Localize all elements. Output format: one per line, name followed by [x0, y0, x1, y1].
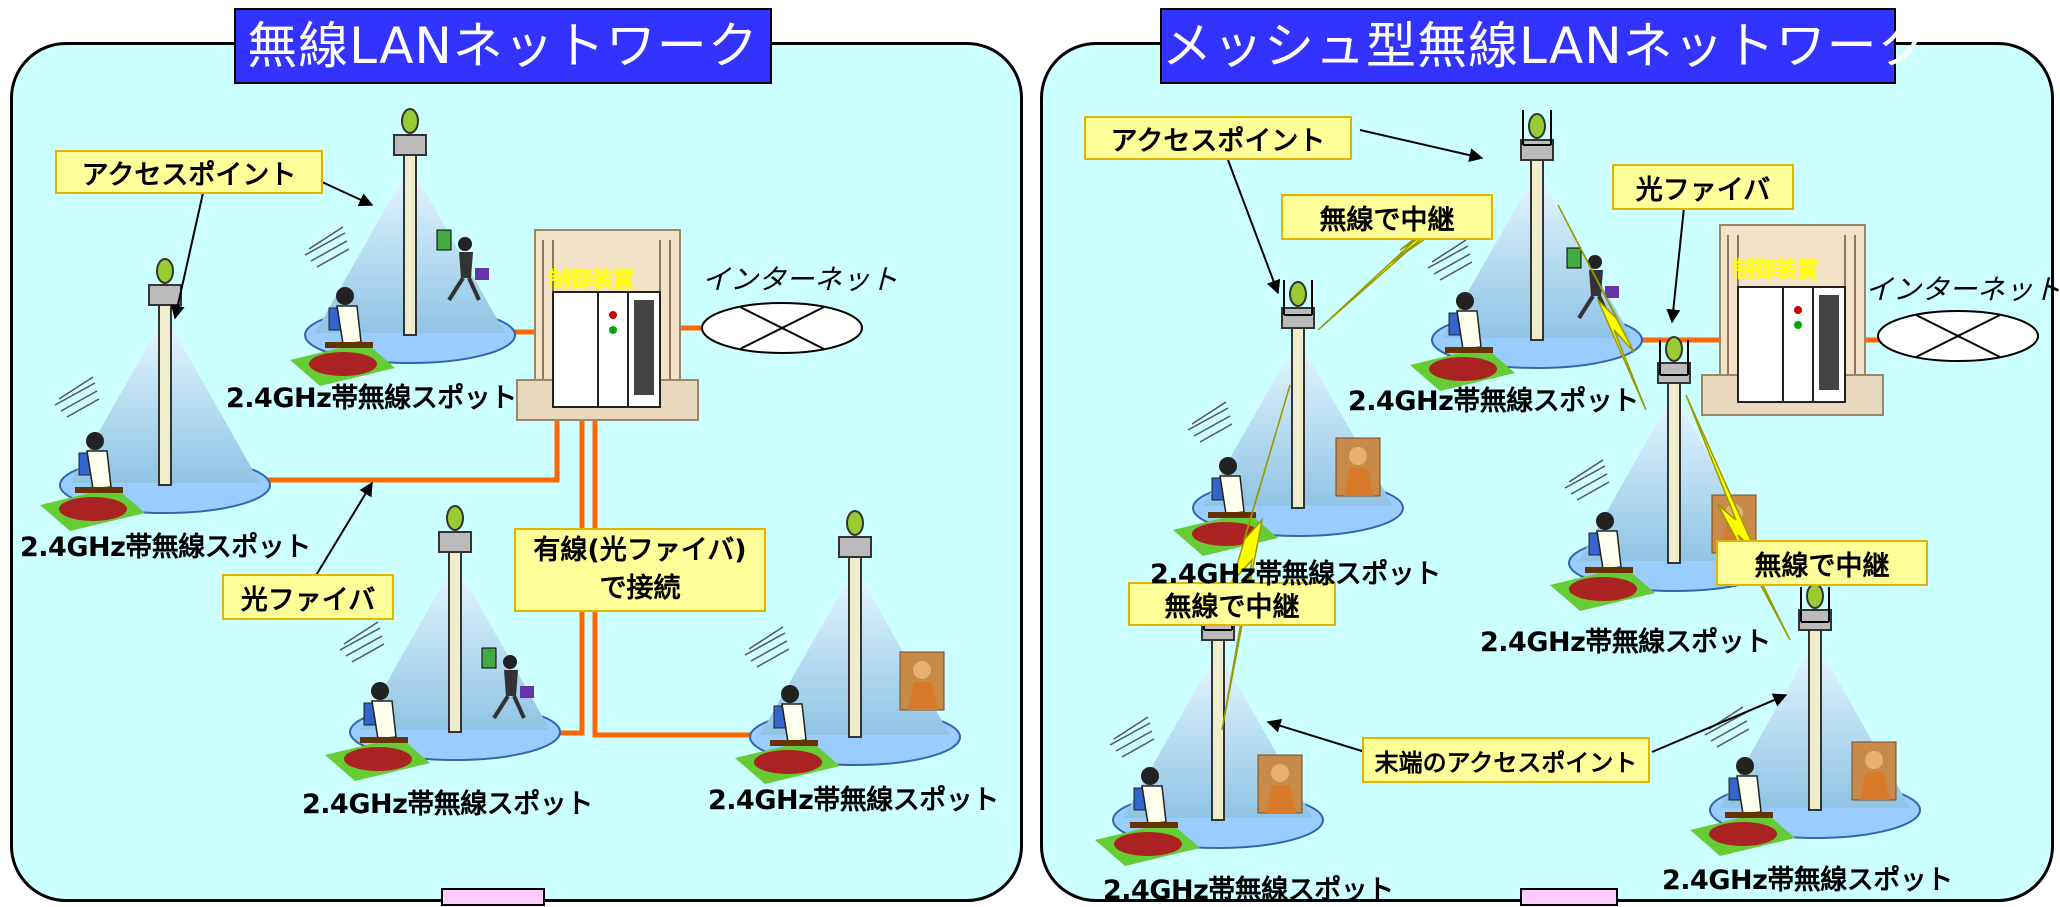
title-left: 無線LANネットワーク: [234, 8, 772, 84]
spot-label-right-left: 2.4GHz帯無線スポット: [1150, 559, 1441, 590]
callout-wired-line1: 有線(光ファイバ): [533, 535, 747, 566]
spot-left-right: [734, 510, 961, 785]
spot-label-right-center: 2.4GHz帯無線スポット: [1480, 627, 1771, 658]
internet-cloud-right: [1877, 310, 2039, 362]
spot-label-right-top: 2.4GHz帯無線スポット: [1348, 386, 1639, 417]
spot-right-top: [1409, 109, 1643, 392]
relay-bolts: [1221, 194, 1791, 731]
spot-right-left: [1172, 279, 1404, 557]
arrows-left: [170, 181, 374, 583]
internet-cloud-left: [701, 302, 863, 354]
callout-terminal-ap: 末端のアクセスポイント: [1362, 737, 1650, 783]
callout-wired-left: 有線(光ファイバ) で接続: [514, 528, 766, 612]
spot-right-bottom-left: [1094, 593, 1324, 867]
spot-label-right-bottom-right: 2.4GHz帯無線スポット: [1662, 865, 1953, 896]
callout-fiber-left: 光ファイバ: [222, 574, 394, 620]
spot-label-left-mid: 2.4GHz帯無線スポット: [20, 532, 311, 563]
callout-relay-right: 無線で中継: [1716, 540, 1928, 586]
callout-relay-top: 無線で中継: [1281, 194, 1493, 240]
callout-access-point-right: アクセスポイント: [1084, 116, 1352, 160]
internet-label-right: インターネット: [1865, 273, 2060, 306]
callout-access-point-left: アクセスポイント: [55, 150, 323, 194]
left-tab: [441, 888, 545, 906]
spot-label-left-top: 2.4GHz帯無線スポット: [226, 383, 517, 414]
title-right: メッシュ型無線LANネットワーク: [1160, 8, 1928, 84]
internet-label-left: インターネット: [702, 263, 899, 296]
spot-label-left-bottom: 2.4GHz帯無線スポット: [302, 789, 593, 820]
callout-relay-left: 無線で中継: [1128, 582, 1336, 626]
callout-fiber-right: 光ファイバ: [1612, 164, 1794, 210]
controller-label-left: 制御装置: [548, 268, 635, 293]
spot-label-left-right: 2.4GHz帯無線スポット: [708, 785, 999, 816]
right-tab: [1520, 888, 1618, 906]
callout-wired-line2: で接続: [599, 573, 681, 604]
arrows-right: [1227, 129, 1788, 753]
spot-label-right-bottom-left: 2.4GHz帯無線スポット: [1103, 875, 1394, 906]
controller-label-right: 制御装置: [1732, 258, 1819, 283]
spot-left-top: [289, 108, 516, 387]
controller-left: [516, 229, 699, 421]
